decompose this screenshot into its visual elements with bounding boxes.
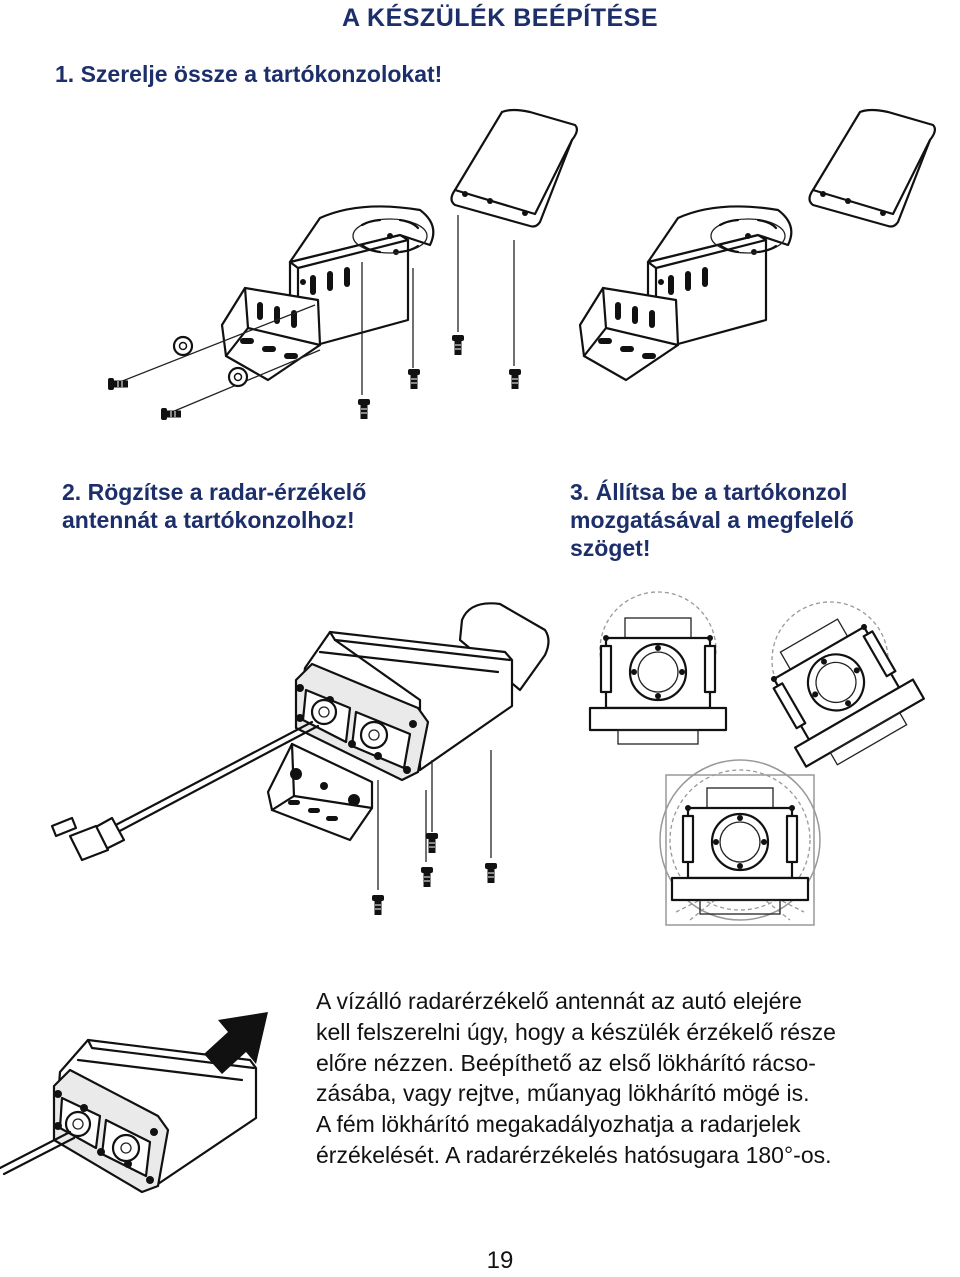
antenna-front-view — [0, 1038, 258, 1194]
bracket-assembly-complete — [578, 108, 937, 382]
angle-diagram-range — [659, 759, 821, 926]
paragraph-line: A fém lökhárító megakadályozhatja a rada… — [316, 1111, 801, 1138]
arrow-icon — [204, 1012, 268, 1074]
instruction-paragraph: A vízálló radarérzékelő antennát az autó… — [316, 986, 956, 1171]
paragraph-line: A vízálló radarérzékelő antennát az autó… — [316, 988, 802, 1014]
paragraph-line: előre nézzen. Beépíthető az első lökhárí… — [316, 1049, 816, 1076]
paragraph-line: zásába, vagy rejtve, műanyag lökhárító m… — [316, 1080, 810, 1107]
page-number: 19 — [486, 1247, 514, 1274]
paragraph-line: érzékelését. A radarérzékelés hatósugara… — [316, 1141, 832, 1168]
angle-diagram-straight — [588, 591, 728, 746]
step-1-label: 1. Szerelje össze a tartókonzolokat! — [55, 61, 443, 87]
page-title: A KÉSZÜLÉK BEÉPÍTÉSE — [341, 4, 659, 32]
step-2-label: 2. Rögzítse a radar-érzékelő antennát a … — [62, 479, 367, 533]
step-3-label: 3. Állítsa be a tartókonzol mozgatásával… — [570, 479, 854, 561]
radar-antenna-mounting — [50, 602, 550, 916]
angle-diagram-tilted — [749, 600, 932, 780]
bracket-assembly-exploded — [107, 108, 579, 421]
paragraph-line: kell felszerelni úgy, hogy a készülék ér… — [316, 1018, 836, 1045]
